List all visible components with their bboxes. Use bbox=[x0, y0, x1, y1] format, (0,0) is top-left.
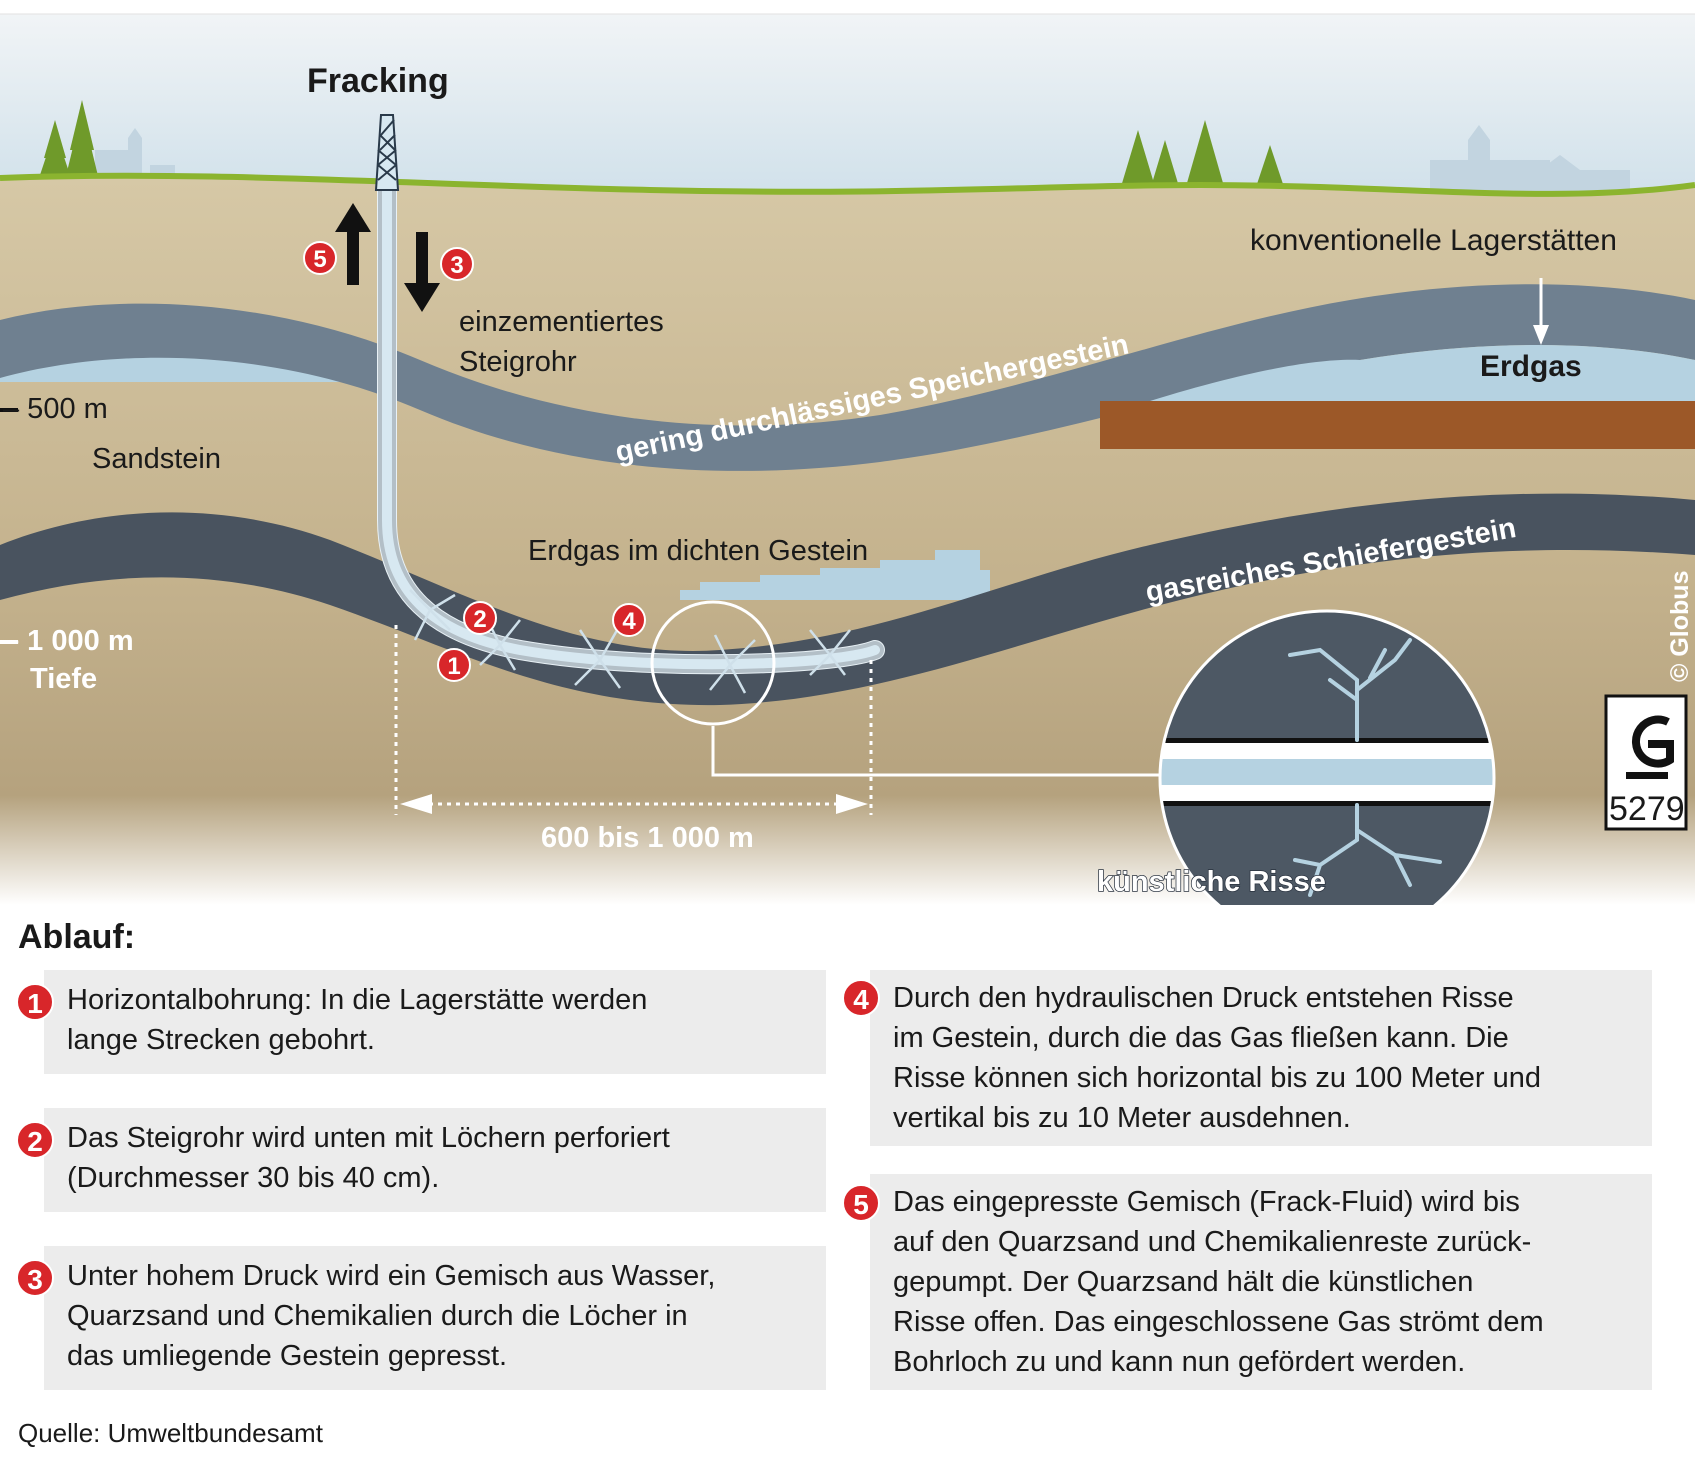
step-5-box bbox=[870, 1174, 1652, 1390]
step-1-box bbox=[44, 970, 826, 1074]
diagram-illustration bbox=[0, 13, 1695, 905]
globus-logo bbox=[1604, 694, 1688, 831]
legend-heading: Ablauf: bbox=[18, 918, 136, 956]
step-3-text: Unter hohem Druck wird ein Gemisch aus W… bbox=[67, 1260, 716, 1372]
step-2-text: Das Steigrohr wird unten mit Löchern per… bbox=[67, 1122, 670, 1194]
step-4-text: Durch den hydraulischen Druck entstehen … bbox=[893, 982, 1542, 1134]
gas-pointer-arrow bbox=[1533, 278, 1549, 345]
drilling-derrick bbox=[374, 114, 400, 191]
reservoir-rock-layer bbox=[0, 284, 1695, 471]
step-5-number: 5 bbox=[842, 1184, 880, 1222]
depth-1000-label: – 1 000 m bbox=[3, 625, 134, 657]
copyright-label: © Globus bbox=[1666, 570, 1694, 682]
distance-measure bbox=[394, 625, 873, 815]
logo-number: 5279 bbox=[1609, 790, 1685, 828]
depth-500-label: – 500 m bbox=[3, 393, 108, 425]
trees-right bbox=[1120, 120, 1285, 190]
step-5-text: Das eingepresste Gemisch (Frack-Fluid) w… bbox=[893, 1186, 1544, 1378]
step-3-box bbox=[44, 1246, 826, 1390]
fracking-diagram: Fracking – 500 m Sandstein – 1 000 m Tie… bbox=[0, 13, 1695, 905]
marker-3: 3 bbox=[440, 247, 474, 281]
step-2-number: 2 bbox=[16, 1121, 54, 1159]
step-1-number: 1 bbox=[16, 983, 54, 1021]
gas-label: Erdgas bbox=[1480, 350, 1582, 383]
zoom-detail bbox=[1160, 611, 1494, 905]
tick-1000 bbox=[0, 640, 18, 644]
step-2-box bbox=[44, 1108, 826, 1212]
pipe-label: einzementiertes Steigrohr bbox=[459, 306, 664, 378]
step-1-text: Horizontalbohrung: In die Lagerstätte we… bbox=[67, 984, 648, 1056]
oil-layer bbox=[1100, 401, 1695, 449]
step-4-number: 4 bbox=[842, 979, 880, 1017]
marker-5: 5 bbox=[303, 241, 337, 275]
cracks-label: künstliche Risse bbox=[1096, 865, 1326, 899]
sandstone-label: Sandstein bbox=[92, 443, 221, 475]
diagram-title: Fracking bbox=[307, 62, 449, 100]
pipe-inner bbox=[382, 183, 880, 670]
step-4-box bbox=[870, 970, 1652, 1146]
grass-line bbox=[0, 172, 1695, 197]
magnifier-circle bbox=[650, 600, 776, 726]
source-label: Quelle: Umweltbundesamt bbox=[18, 1418, 323, 1448]
shale-layer bbox=[0, 493, 1695, 706]
sky bbox=[0, 14, 1695, 204]
distance-label: 600 bis 1 000 m bbox=[541, 822, 754, 854]
arrow-up bbox=[335, 203, 371, 285]
tick-500 bbox=[0, 408, 18, 412]
trees-left bbox=[40, 100, 99, 188]
step-3-number: 3 bbox=[16, 1259, 54, 1297]
marker-2: 2 bbox=[463, 601, 497, 635]
conventional-deposits-label: konventionelle Lagerstätten bbox=[1250, 224, 1617, 257]
tight-gas-area bbox=[680, 550, 990, 600]
arrow-down bbox=[404, 232, 440, 312]
marker-4: 4 bbox=[612, 603, 646, 637]
tight-gas-label: Erdgas im dichten Gestein bbox=[528, 535, 869, 567]
crack-marks bbox=[409, 589, 851, 694]
depth-label: Tiefe bbox=[30, 663, 98, 695]
marker-1: 1 bbox=[437, 648, 471, 682]
